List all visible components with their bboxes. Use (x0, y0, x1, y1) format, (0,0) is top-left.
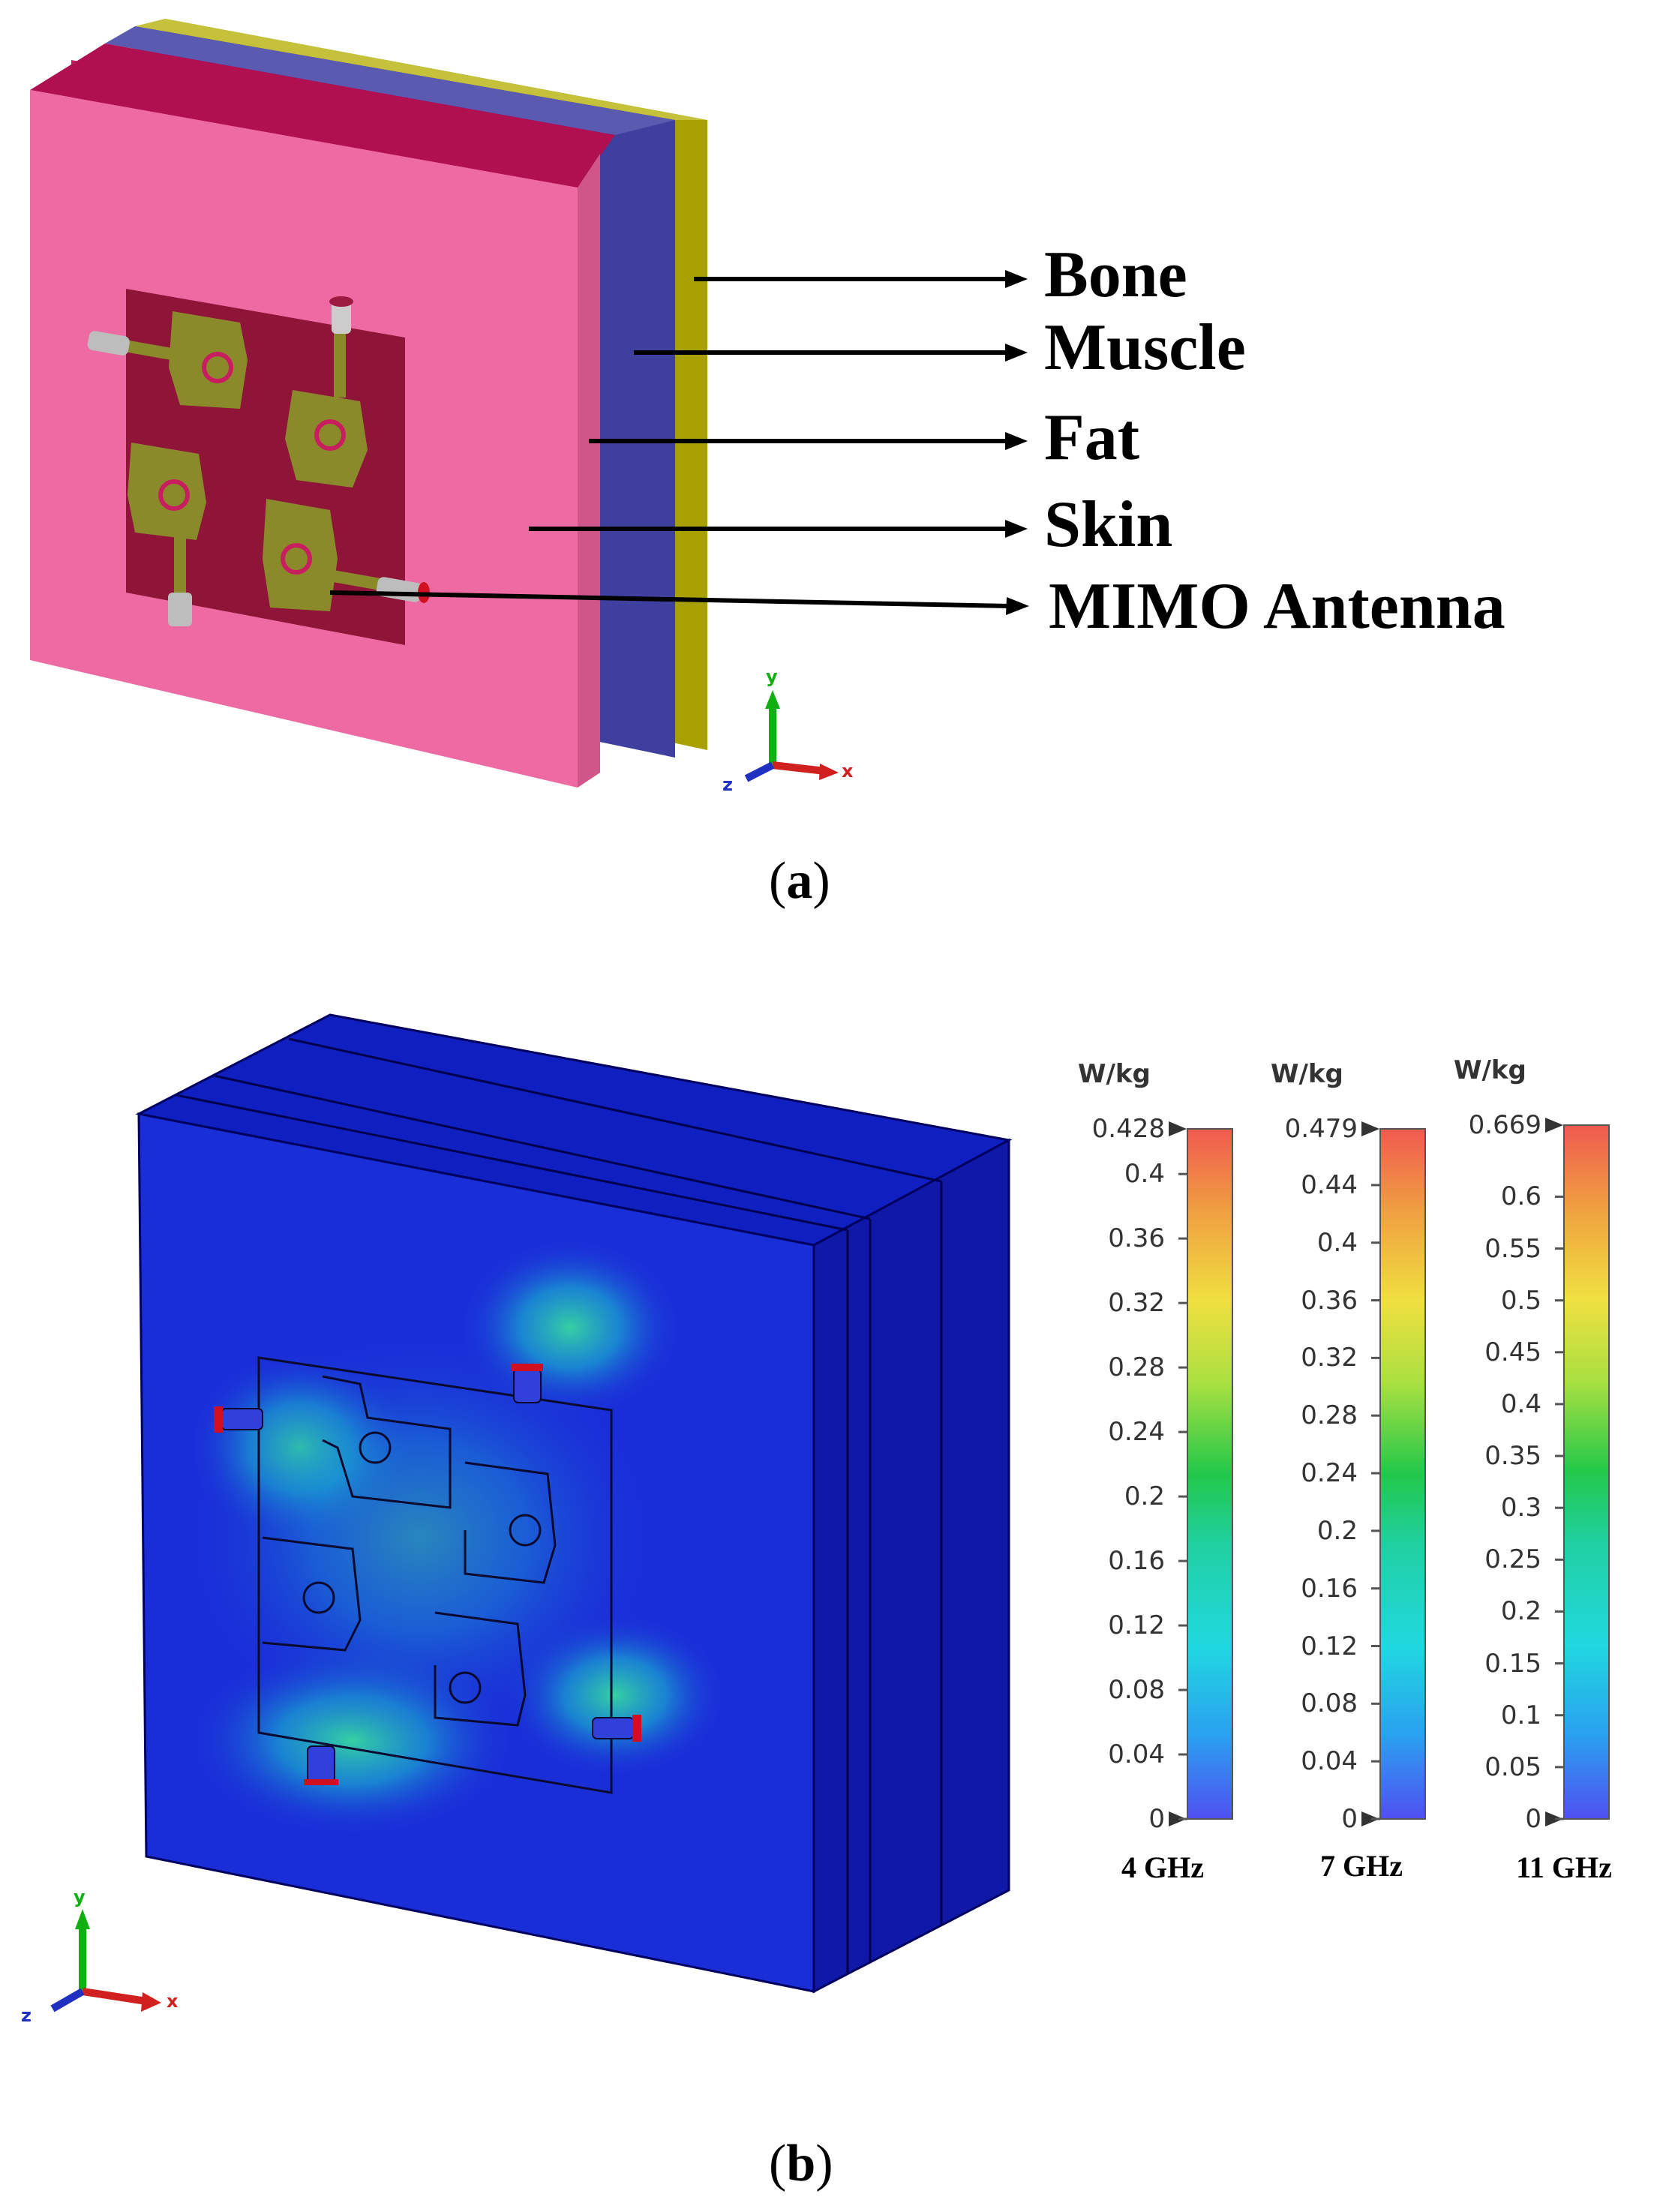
label-muscle: Muscle (1044, 311, 1246, 384)
axis-z-label-b: z (21, 2005, 32, 2026)
freq-label-4ghz: 4 GHz (1121, 1850, 1204, 1884)
colorbar-tick-label: 0.16 (1108, 1546, 1165, 1577)
unit-11ghz: W/kg (1454, 1055, 1526, 1085)
freq-label-11ghz: 11 GHz (1516, 1850, 1612, 1884)
colorbar-tick-label: 0.5 (1500, 1285, 1541, 1316)
colorbar-tick-label: 0.12 (1301, 1631, 1358, 1661)
colorbar-tick-label: 0.05 (1484, 1751, 1541, 1782)
colorbar-tick-label: 0.45 (1484, 1337, 1541, 1367)
colorbar-tick-label: 0.2 (1124, 1481, 1165, 1512)
label-skin: Skin (1044, 488, 1173, 561)
mimo-antenna (110, 289, 405, 645)
colorbar-tick-label: 0.28 (1301, 1400, 1358, 1431)
colorbar-tick-label: 0.24 (1301, 1458, 1358, 1489)
label-mimo-antenna: MIMO Antenna (1049, 570, 1505, 643)
colorbar-tick-label: 0 (1525, 1804, 1541, 1834)
colorbar-7ghz (1379, 1128, 1426, 1820)
colorbar-tick-label: 0.24 (1108, 1417, 1165, 1448)
colorbar-group (1169, 1118, 1610, 1826)
colorbar-tick-label: 0.3 (1500, 1493, 1541, 1523)
colorbar-tick-label: 0.32 (1301, 1343, 1358, 1373)
connector-left (87, 331, 130, 356)
axis-x-label-a: x (842, 761, 854, 782)
axis-triad-a (744, 690, 839, 782)
colorbar-tick-label: 0.6 (1500, 1181, 1541, 1212)
label-fat: Fat (1044, 401, 1140, 474)
colorbar-tick-label: 0.08 (1108, 1675, 1165, 1706)
label-bone: Bone (1044, 239, 1187, 311)
axis-triad-b (50, 1909, 161, 2012)
connector-bottom (168, 593, 192, 626)
colorbar-max-label: 0.428 (1091, 1114, 1165, 1144)
colorbar-tick-label: 0.36 (1301, 1285, 1358, 1316)
freq-label-7ghz: 7 GHz (1320, 1849, 1403, 1883)
colorbar-tick-label: 0 (1341, 1804, 1358, 1834)
axis-x-label-b: x (167, 1991, 179, 2012)
colorbar-tick-label: 0.4 (1316, 1227, 1358, 1258)
colorbar-tick-label: 0.2 (1500, 1596, 1541, 1627)
colorbar-tick-label: 0.28 (1108, 1352, 1165, 1383)
colorbar-max-label: 0.479 (1284, 1114, 1358, 1144)
connector-top (329, 296, 353, 334)
unit-7ghz: W/kg (1271, 1059, 1343, 1089)
colorbar-tick-label: 0.44 (1301, 1169, 1358, 1200)
colorbar-tick-label: 0 (1148, 1804, 1165, 1834)
colorbar-4ghz (1187, 1128, 1233, 1820)
colorbar-tick-label: 0.1 (1500, 1700, 1541, 1730)
unit-4ghz: W/kg (1078, 1059, 1151, 1089)
colorbar-tick-marks (1178, 1172, 1564, 1820)
axis-y-label-b: y (74, 1886, 86, 1907)
colorbar-tick-label: 0.16 (1301, 1573, 1358, 1604)
axis-z-label-a: z (722, 774, 733, 795)
colorbar-tick-label: 0.36 (1108, 1223, 1165, 1254)
colorbar-tick-label: 0.08 (1301, 1688, 1358, 1719)
colorbar-tick-label: 0.35 (1484, 1441, 1541, 1472)
phantom-sar-model (135, 1013, 1013, 1994)
caption-a: (a) (769, 852, 830, 910)
colorbar-tick-label: 0.12 (1108, 1610, 1165, 1641)
colorbar-tick-label: 0.4 (1500, 1388, 1541, 1419)
annotation-arrows-a (329, 270, 1029, 615)
axis-y-label-a: y (766, 666, 778, 687)
colorbar-tick-label: 0.2 (1316, 1515, 1358, 1546)
colorbar-tick-label: 0.4 (1124, 1159, 1165, 1190)
colorbar-tick-label: 0.04 (1301, 1746, 1358, 1777)
colorbar-tick-label: 0.04 (1108, 1739, 1165, 1770)
colorbar-tick-label: 0.15 (1484, 1648, 1541, 1679)
caption-b: (b) (769, 2135, 833, 2192)
colorbar-tick-label: 0.32 (1108, 1288, 1165, 1319)
colorbar-max-label: 0.669 (1468, 1110, 1541, 1140)
colorbar-tick-label: 0.25 (1484, 1544, 1541, 1575)
colorbar-tick-label: 0.55 (1484, 1233, 1541, 1264)
colorbar-11ghz (1563, 1124, 1610, 1820)
